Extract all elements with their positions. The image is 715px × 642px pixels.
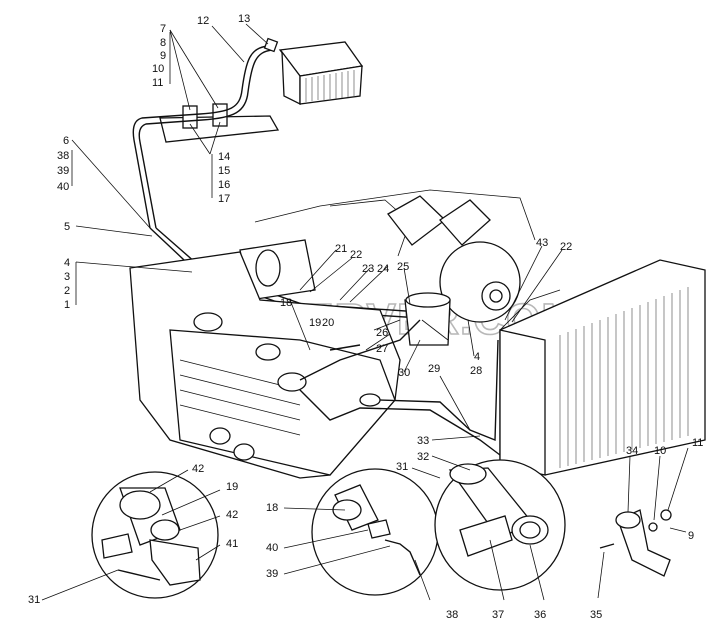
callout-34: 34 [626,445,638,457]
callout-21: 21 [335,243,347,255]
callout-8: 8 [160,37,166,49]
callout-40: 40 [57,181,69,193]
fuel-tank [129,251,401,479]
callout-17: 17 [218,193,230,205]
callout-10-right: 10 [654,445,666,457]
callout-33: 33 [417,435,429,447]
callout-24: 24 [377,263,389,275]
callout-16: 16 [218,179,230,191]
leader-lines [41,23,689,601]
detail-circle-2 [311,468,439,596]
callout-35: 35 [590,609,602,621]
callout-38-detail: 38 [446,609,458,621]
callout-39-detail: 39 [266,568,278,580]
callout-4: 4 [64,257,70,269]
callout-9: 9 [160,50,166,62]
callout-38: 38 [57,150,69,162]
callout-4-center: 4 [474,351,480,363]
callout-22-right: 22 [560,241,572,253]
callout-40-detail: 40 [266,542,278,554]
callout-30: 30 [398,367,410,379]
callout-26: 26 [376,327,388,339]
radiator [499,259,706,476]
callout-9-right: 9 [688,530,694,542]
callout-23: 23 [362,263,374,275]
callout-19: 19 [309,317,321,329]
callout-5: 5 [64,221,70,233]
callout-18-detail: 18 [266,502,278,514]
fine-filter [404,292,451,346]
callout-1: 1 [64,299,70,311]
detail-circle-1 [91,471,219,599]
callout-25: 25 [397,261,409,273]
callout-28: 28 [470,365,482,377]
bracket-plate [159,103,280,143]
engine-block [254,189,536,323]
callout-11-right: 11 [692,437,703,449]
coarse-filter [239,239,316,301]
callout-41: 41 [226,538,238,550]
callout-13: 13 [238,13,250,25]
callout-15: 15 [218,165,230,177]
callout-20: 20 [322,317,334,329]
mount-bracket [599,509,672,577]
callout-31: 31 [396,461,408,473]
callout-32: 32 [417,451,429,463]
detail-circle-3 [434,459,566,591]
callout-37: 37 [492,609,504,621]
callout-12: 12 [197,15,209,27]
callout-42-detail: 42 [226,509,238,521]
callout-29: 29 [428,363,440,375]
callout-31-detail: 31 [28,594,40,606]
callout-43: 43 [536,237,548,249]
callout-19-detail: 19 [226,481,238,493]
callout-22: 22 [350,249,362,261]
callout-labels: 12 13 7 8 9 10 11 6 38 39 40 14 15 16 17… [28,13,703,621]
callout-39: 39 [57,165,69,177]
callout-11: 11 [152,77,163,89]
callout-3: 3 [64,271,70,283]
callout-14: 14 [218,151,230,163]
callout-36: 36 [534,609,546,621]
fuel-pipe-upper [132,37,279,229]
callout-18: 18 [280,297,292,309]
callout-7: 7 [160,23,166,35]
callout-6: 6 [63,135,69,147]
air-precleaner [278,41,364,106]
callout-42: 42 [192,463,204,475]
callout-2: 2 [64,285,70,297]
callout-27: 27 [376,343,388,355]
callout-10: 10 [152,63,164,75]
